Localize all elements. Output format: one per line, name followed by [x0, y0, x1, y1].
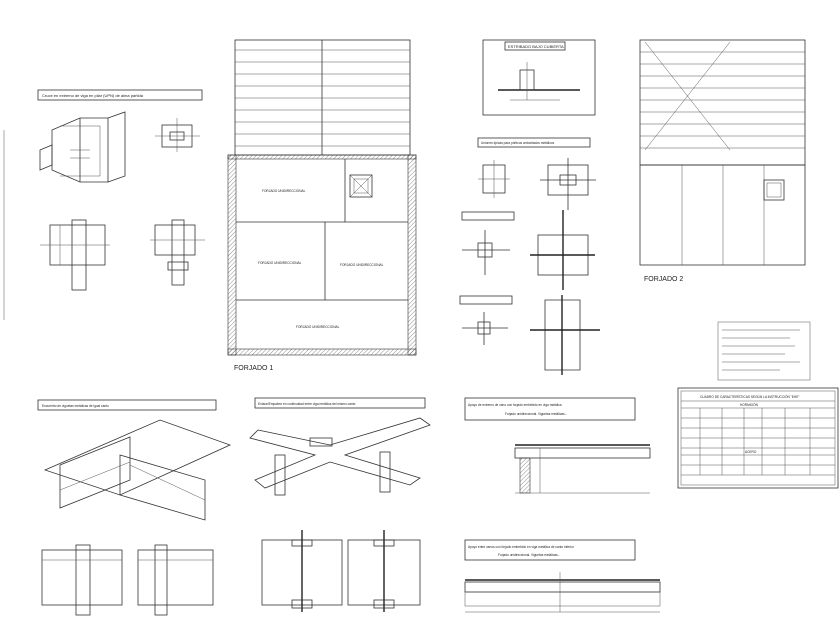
detail-beam-continuity: Enlace/Empalme en continuidad entre viga…	[249, 397, 431, 612]
svg-text:FORJADO UNIDIRECCIONAL: FORJADO UNIDIRECCIONAL	[258, 261, 302, 265]
table-title: CUADRO DE CARACTERÍSTICAS SEGÚN LA INSTR…	[700, 394, 800, 399]
detail-title: Apoyo de extremo de vano con forjado emb…	[468, 403, 562, 407]
detail-title: Enlace/Empalme en continuidad entre viga…	[258, 402, 356, 406]
detail-title-box	[37, 89, 203, 101]
detail-title: Encuentro de viguetas metálicas de igual…	[42, 404, 109, 408]
detail-title: Apoyo entre vanos con forjado embebido e…	[468, 545, 575, 549]
svg-text:FORJADO UNIDIRECCIONAL: FORJADO UNIDIRECCIONAL	[340, 263, 384, 267]
table-section-steel: ACERO	[745, 450, 757, 454]
notes-box	[717, 321, 811, 381]
detail-roof-brace: ESTRIBADO BAJO CUBIERTA	[482, 39, 596, 116]
detail-column-joints: Uniones típicas para pórticos arriostrad…	[459, 137, 600, 375]
detail-slab-support-1: Apoyo de extremo de vano con forjado emb…	[464, 397, 651, 494]
floor-plan-forjado-2: FORJADO 2	[639, 39, 806, 283]
detail-slab-support-2: Apoyo entre vanos con forjado embebido e…	[464, 539, 661, 613]
forjado-2-label: FORJADO 2	[644, 276, 683, 283]
svg-text:FORJADO UNIDIRECCIONAL: FORJADO UNIDIRECCIONAL	[262, 189, 306, 193]
detail-beam-column-support: Cruce en extremo de viga en pilar (UPN) …	[37, 89, 205, 291]
svg-text:FORJADO UNIDIRECCIONAL: FORJADO UNIDIRECCIONAL	[296, 325, 340, 329]
detail-title: Uniones típicas para pórticos arriostrad…	[481, 141, 555, 145]
table-section-concrete: HORMIGÓN	[740, 402, 759, 407]
detail-cross-beams: Encuentro de viguetas metálicas de igual…	[37, 399, 232, 616]
detail-title: Cruce en extremo de viga en pilar (UPN) …	[42, 93, 144, 98]
ehe-characteristics-table: CUADRO DE CARACTERÍSTICAS SEGÚN LA INSTR…	[677, 387, 839, 489]
forjado-1-label: FORJADO 1	[234, 365, 273, 372]
detail-subtitle: Forjado unidireccional. Viguetas metálic…	[505, 412, 567, 416]
floor-plan-forjado-1: FORJADO UNIDIRECCIONAL FORJADO UNIDIRECC…	[227, 39, 417, 372]
detail-title: ESTRIBADO BAJO CUBIERTA	[508, 44, 564, 49]
detail-subtitle: Forjado unidireccional. Viguetas metálic…	[498, 553, 560, 557]
